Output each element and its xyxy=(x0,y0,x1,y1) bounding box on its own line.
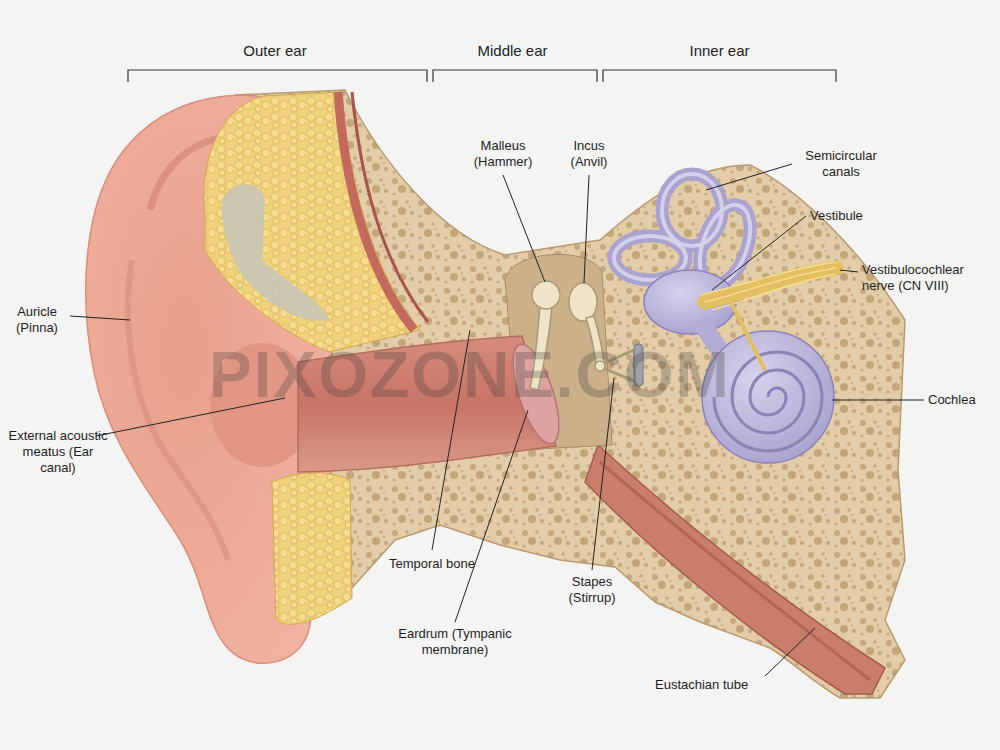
leader-line xyxy=(712,216,806,290)
eustachian-tube xyxy=(585,445,885,694)
bracket xyxy=(603,70,836,82)
anterior-canal-shine xyxy=(662,174,722,246)
nerve-fibres xyxy=(700,262,836,310)
section-brackets xyxy=(128,70,836,82)
part-label: Eustachian tube xyxy=(655,677,785,693)
part-label: Incus (Anvil) xyxy=(560,138,618,170)
part-label: Malleus (Hammer) xyxy=(465,138,541,170)
leader-line xyxy=(584,175,589,283)
section-heading: Outer ear xyxy=(215,42,335,60)
leader-line xyxy=(832,400,924,401)
part-label: Vestibule xyxy=(810,208,890,224)
section-heading: Inner ear xyxy=(662,42,777,60)
skin-layer xyxy=(352,92,428,322)
part-label: Stapes (Stirrup) xyxy=(556,574,628,606)
part-label: Cochlea xyxy=(928,392,994,408)
leader-line xyxy=(70,316,130,320)
malleus-head xyxy=(532,281,560,309)
part-label: Temporal bone xyxy=(382,556,482,572)
lower-fat-tissue xyxy=(272,473,352,625)
bracket xyxy=(433,70,597,82)
part-label: Semicircular canals xyxy=(795,148,887,180)
eustachian-lumen xyxy=(600,462,870,680)
anterior-canal xyxy=(662,174,722,246)
part-label: Eardrum (Tympanic membrane) xyxy=(385,626,525,658)
bracket xyxy=(128,70,427,82)
leader-line xyxy=(840,270,858,272)
leader-line xyxy=(706,164,792,190)
cartilage xyxy=(222,184,330,321)
leader-lines xyxy=(70,164,924,676)
leader-line xyxy=(503,175,545,282)
leader-line xyxy=(455,410,528,622)
section-heading: Middle ear xyxy=(455,42,570,60)
incus xyxy=(569,283,597,321)
part-label: External acoustic meatus (Ear canal) xyxy=(5,428,111,476)
nerve-branch xyxy=(730,300,765,370)
part-label: Vestibulocochlear nerve (CN VIII) xyxy=(862,262,994,294)
part-label: Auricle (Pinna) xyxy=(6,304,68,336)
watermark: PIXOZONE.COM xyxy=(150,336,790,414)
skin-layer xyxy=(338,92,414,330)
leader-line xyxy=(765,628,815,676)
upper-fat-tissue xyxy=(204,92,420,352)
